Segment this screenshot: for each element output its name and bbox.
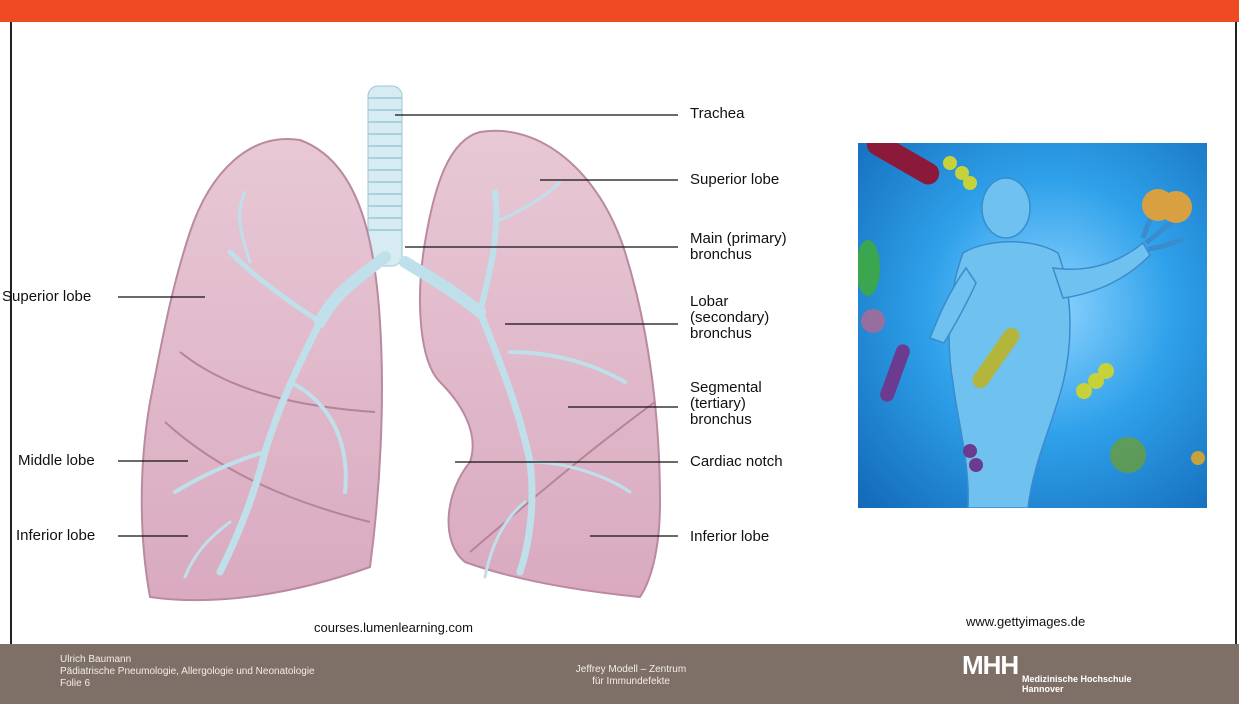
- immune-system-human-figure-image: [858, 143, 1207, 508]
- footer-center-line2: für Immundefekte: [566, 676, 696, 688]
- label-main-bronchus-line2: bronchus: [690, 247, 787, 263]
- microbe-purple: [969, 458, 983, 472]
- footer-center-line1: Jeffrey Modell – Zentrum: [566, 664, 696, 676]
- footer-center: Jeffrey Modell – Zentrum für Immundefekt…: [566, 664, 696, 688]
- mhh-logo-mark: MHH: [962, 650, 1018, 681]
- label-lobar-bronchus: Lobar (secondary) bronchus: [690, 294, 769, 342]
- label-cardiac-notch: Cardiac notch: [690, 454, 783, 470]
- trachea-shape: [368, 86, 402, 266]
- label-inferior-lobe-left: Inferior lobe: [16, 528, 95, 544]
- label-main-bronchus-line1: Main (primary): [690, 231, 787, 247]
- microbe-coccus: [943, 156, 957, 170]
- left-lung-shape: [420, 131, 660, 597]
- label-lobar-line2: (secondary): [690, 310, 769, 326]
- label-segmental-line1: Segmental: [690, 380, 762, 396]
- label-segmental-line3: bronchus: [690, 412, 762, 428]
- mhh-logo-line2: Hannover: [1022, 684, 1132, 694]
- label-superior-lobe-right: Superior lobe: [690, 172, 779, 188]
- label-segmental-line2: (tertiary): [690, 396, 762, 412]
- label-superior-lobe-left: Superior lobe: [2, 289, 91, 305]
- microbe-coccus: [963, 176, 977, 190]
- mhh-logo-line1: Medizinische Hochschule: [1022, 674, 1132, 684]
- slide-border-right: [1235, 22, 1237, 644]
- diagram-source-caption: courses.lumenlearning.com: [314, 620, 473, 635]
- photo-illustration: [858, 143, 1207, 508]
- microbe-green-blur: [1110, 437, 1146, 473]
- footer-author-name: Ulrich Baumann: [60, 654, 315, 666]
- microbe-green: [858, 240, 880, 296]
- microbe-blurred: [861, 309, 885, 333]
- microbe-purple: [963, 444, 977, 458]
- label-main-bronchus: Main (primary) bronchus: [690, 231, 787, 263]
- photo-source-caption: www.gettyimages.de: [966, 614, 1085, 629]
- footer-department: Pädiatrische Pneumologie, Allergologie u…: [60, 666, 315, 678]
- microbe-rod-dark: [863, 143, 943, 189]
- microbe-rod-purple: [878, 342, 912, 403]
- microbe-edge: [1191, 451, 1205, 465]
- mhh-logo-text: Medizinische Hochschule Hannover: [1022, 674, 1132, 694]
- label-segmental-bronchus: Segmental (tertiary) bronchus: [690, 380, 762, 428]
- label-middle-lobe: Middle lobe: [18, 453, 95, 469]
- label-inferior-lobe-right: Inferior lobe: [690, 529, 769, 545]
- microbe-sphere: [1160, 191, 1192, 223]
- microbe-coccus: [1098, 363, 1114, 379]
- footer-slide-number: Folie 6: [60, 678, 315, 690]
- label-trachea: Trachea: [690, 106, 744, 122]
- footer-author: Ulrich Baumann Pädiatrische Pneumologie,…: [60, 654, 315, 690]
- top-accent-bar: [0, 0, 1239, 22]
- label-lobar-line3: bronchus: [690, 326, 769, 342]
- right-lung-shape: [142, 139, 382, 600]
- label-lobar-line1: Lobar: [690, 294, 769, 310]
